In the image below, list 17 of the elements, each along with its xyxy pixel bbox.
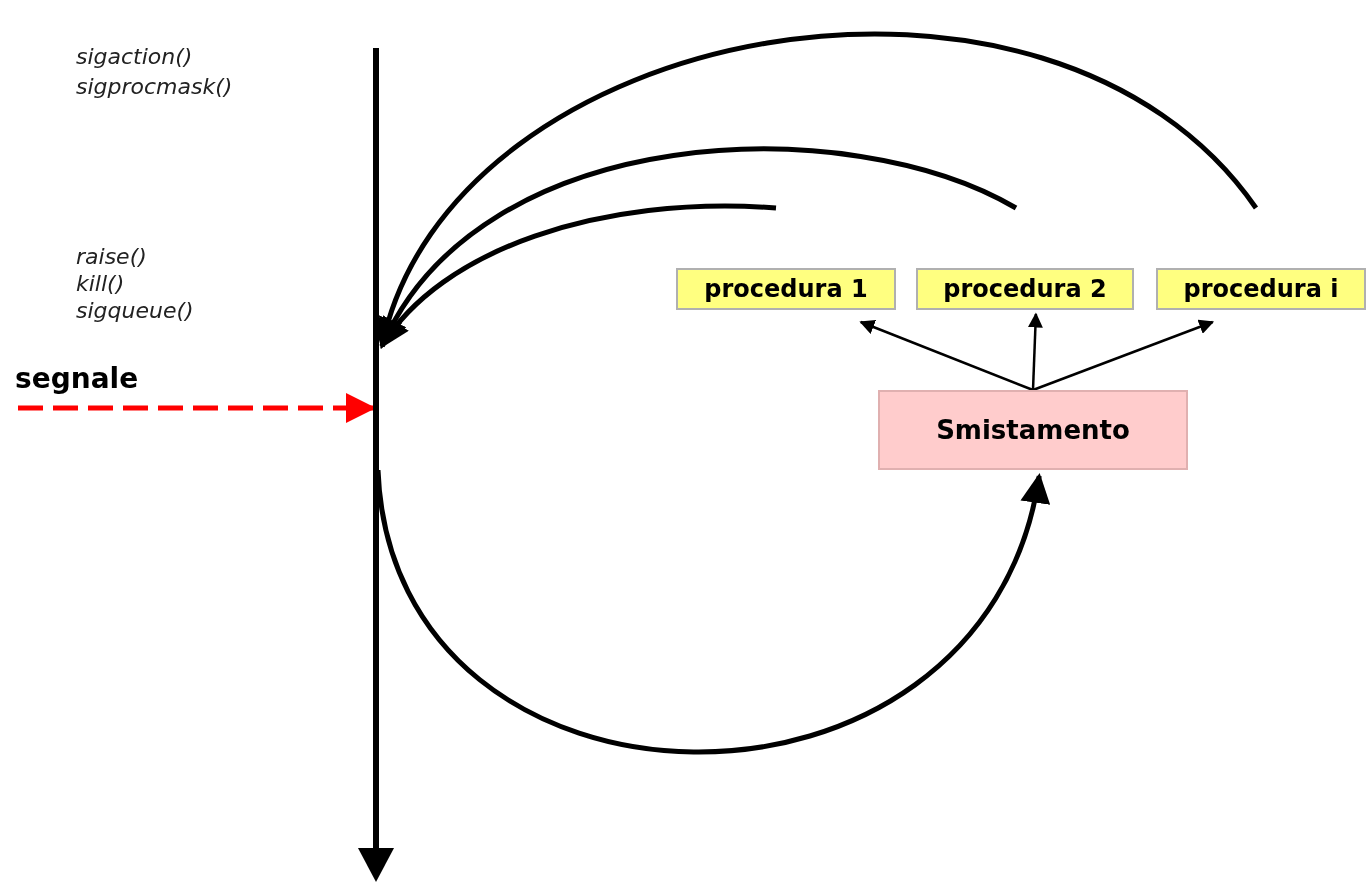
arrow (859, 320, 1034, 392)
arrow (379, 147, 1018, 349)
arrow (377, 31, 1258, 349)
function-name: kill() (76, 271, 125, 296)
procedure-box: procedura 1 (676, 268, 896, 310)
arrow (379, 203, 777, 349)
function-name: sigaction() (76, 44, 193, 69)
function-name: sigqueue() (76, 298, 194, 323)
procedure-box: procedura 2 (916, 268, 1134, 310)
function-name: sigprocmask() (76, 74, 233, 99)
arrow (1032, 319, 1215, 392)
function-name: raise() (76, 244, 147, 269)
timeline-arrow (358, 48, 394, 882)
arrow (1027, 312, 1043, 391)
procedure-box: procedura i (1156, 268, 1366, 310)
process-box: Smistamento (878, 390, 1188, 470)
arrow (18, 393, 376, 423)
